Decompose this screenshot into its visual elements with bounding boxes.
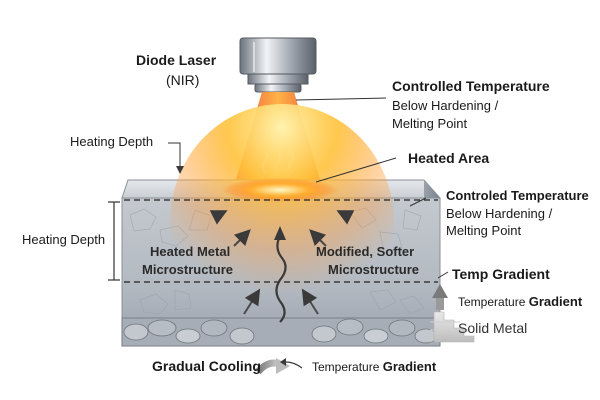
side-temp-title: Controled Temperature xyxy=(446,188,589,203)
laser-subtitle: (NIR) xyxy=(166,72,200,88)
temp-gradient-stair-icon xyxy=(424,311,475,343)
hot-zone xyxy=(170,104,394,340)
cooling-arrow-icon xyxy=(255,358,290,375)
bottom-temp-gradient: Temperature Gradient xyxy=(312,359,436,375)
heating-depth-top-label: Heating Depth xyxy=(70,134,154,149)
temp-gradient-sub: Temperature Gradient xyxy=(458,294,582,310)
temp-gradient-up-arrow-icon xyxy=(432,284,448,310)
laser-title: Diode Laser xyxy=(136,52,217,68)
side-temp-line1: Below Hardening / xyxy=(446,206,553,221)
top-temp-title: Controlled Temperature xyxy=(392,78,550,94)
temp-gradient-prefix: Temperature xyxy=(458,295,526,309)
top-temp-line2: Melting Point xyxy=(392,116,468,131)
temp-gradient-title: Temp Gradient xyxy=(452,266,550,282)
heated-metal-line1: Heated Metal xyxy=(150,244,231,259)
heat-path xyxy=(275,235,287,323)
temp-gradient-bold: Gradient xyxy=(528,294,583,309)
leader-lines xyxy=(168,97,449,279)
heat-flow-arrows xyxy=(209,210,355,315)
metal-block xyxy=(121,104,442,347)
bottom-gradient-prefix: Temperature xyxy=(312,360,380,374)
gradient-arrow-icon xyxy=(280,358,303,369)
modified-line1: Modified, Softer xyxy=(316,244,415,259)
heated-area-label: Heated Area xyxy=(408,150,490,166)
modified-line2: Microstructure xyxy=(328,262,420,277)
side-temp-line2: Melting Point xyxy=(446,223,522,238)
heating-depth-left-label: Heating Depth xyxy=(22,232,106,247)
laser-head xyxy=(239,37,317,93)
gradual-cooling-label: Gradual Cooling xyxy=(152,358,261,374)
bottom-gradient-bold: Gradient xyxy=(382,359,437,374)
heating-depth-bracket xyxy=(108,201,120,281)
solid-metal-label: Solid Metal xyxy=(458,320,528,336)
heated-spot xyxy=(222,178,338,202)
top-temp-line1: Below Hardening / xyxy=(392,98,499,113)
heated-metal-line2: Microstructure xyxy=(142,262,234,277)
